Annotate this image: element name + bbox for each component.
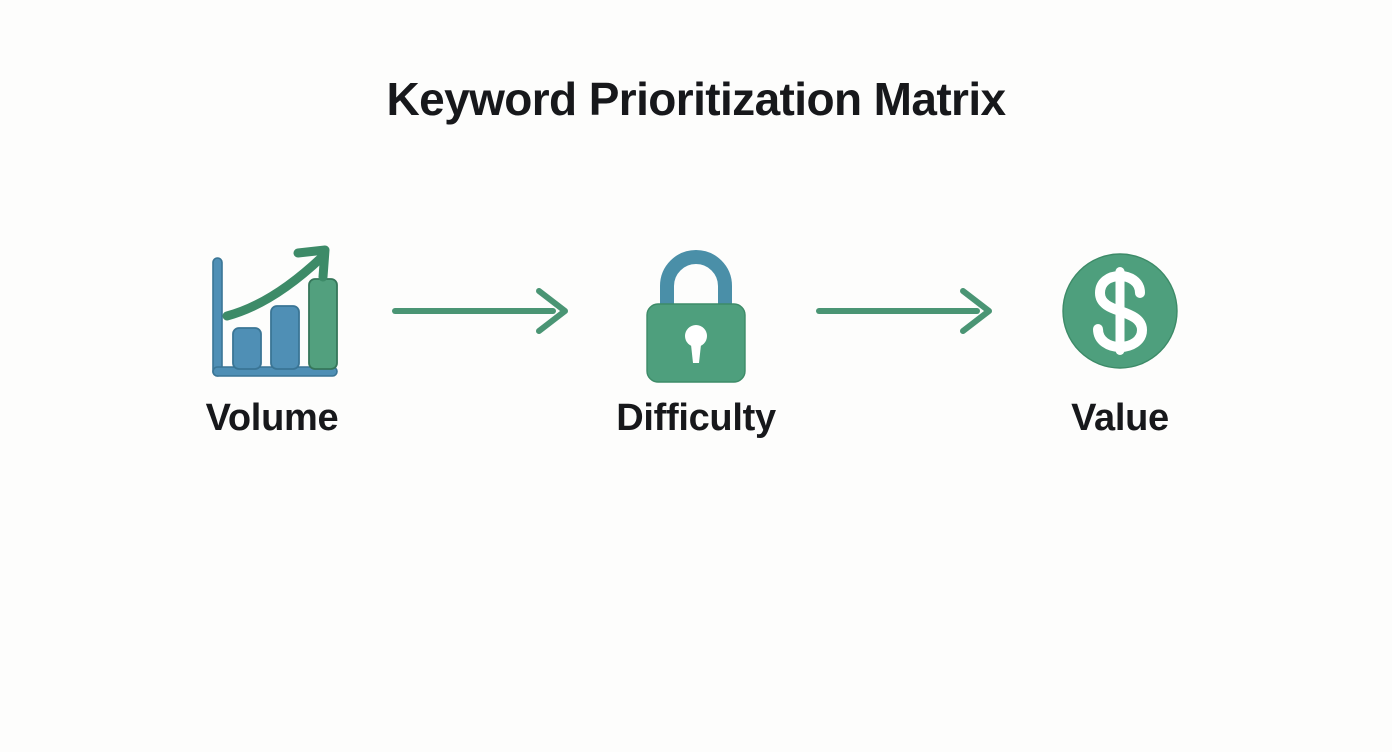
connector-1 [384,236,584,386]
value-icon-container [1045,236,1195,386]
volume-icon-container [197,236,347,386]
arrow-right-icon [392,288,568,334]
flow-step-difficulty[interactable]: Difficulty [584,236,808,440]
padlock-icon [646,250,746,383]
flow-step-label-value: Value [1071,397,1169,439]
bar-chart-growth-icon [212,245,338,377]
arrow-right-icon [816,288,992,334]
page-title: Keyword Prioritization Matrix [386,73,1006,125]
connector-2 [808,236,1008,386]
difficulty-icon-container [621,236,771,386]
flow-diagram: Volume Difficulty [160,236,1232,476]
dollar-coin-icon [1062,253,1178,369]
flow-step-label-volume: Volume [205,397,339,439]
flow-step-value[interactable]: Value [1008,236,1232,440]
flow-step-volume[interactable]: Volume [160,236,384,440]
flow-step-label-difficulty: Difficulty [616,397,776,439]
